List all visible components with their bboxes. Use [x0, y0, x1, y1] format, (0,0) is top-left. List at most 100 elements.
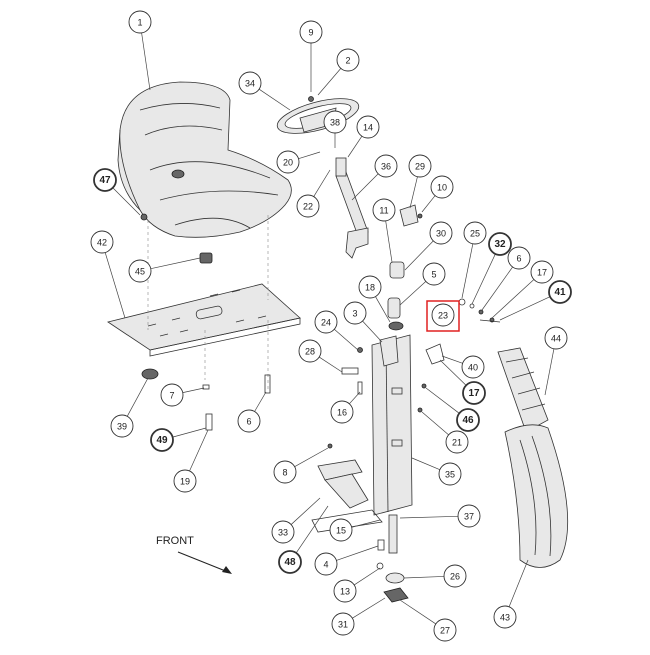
leader-line-17 [491, 279, 535, 319]
callout-circle-40 [461, 355, 485, 379]
callout-label-45: 45 [135, 267, 145, 277]
callout-circle-47 [93, 168, 117, 192]
bolt-4-part [377, 539, 385, 551]
callout-label-37: 37 [464, 512, 474, 522]
switch-39-part [141, 368, 159, 380]
callout-circle-9 [299, 20, 323, 44]
callout-circle-28 [298, 339, 322, 363]
leader-line-33 [290, 497, 321, 525]
callout-circle-33 [271, 520, 295, 544]
callout-circle-48 [278, 550, 302, 574]
leader-line-32 [471, 253, 496, 305]
bracket-45-part [199, 252, 213, 264]
callout-circle-22 [296, 194, 320, 218]
callout-circle-35 [438, 462, 462, 486]
callout-label-28: 28 [305, 347, 315, 357]
leader-line-14 [347, 135, 363, 158]
callout-label-41: 41 [554, 287, 566, 298]
leader-line-35 [411, 457, 440, 471]
leader-line-31 [352, 597, 386, 619]
callout-label-36: 36 [381, 162, 391, 172]
callout-circle-1 [128, 10, 152, 34]
callout-label-7: 7 [169, 391, 174, 401]
washer-13-part [376, 562, 384, 570]
leader-line-10 [421, 195, 436, 213]
tube-5-part [387, 297, 401, 319]
leader-line-47 [112, 187, 141, 216]
callout-circle-38 [323, 110, 347, 134]
callout-label-30: 30 [436, 229, 446, 239]
bearing-18-part [388, 321, 404, 331]
leader-line-48 [295, 505, 329, 554]
callout-circle-13 [333, 579, 357, 603]
callout-circle-37 [457, 504, 481, 528]
callout-label-2: 2 [345, 56, 350, 66]
callout-circle-2 [336, 48, 360, 72]
leader-line-20 [298, 151, 321, 160]
callout-label-11: 11 [379, 206, 388, 216]
callout-label-10: 10 [437, 183, 447, 193]
callout-label-8: 8 [282, 468, 287, 478]
seat-plate-part [107, 283, 301, 357]
bolt-28-part [341, 367, 359, 375]
callout-label-22: 22 [303, 202, 313, 212]
callout-label-39: 39 [117, 422, 127, 432]
leader-line-19 [189, 429, 209, 472]
callout-circle-23 [431, 303, 455, 327]
leader-line-44 [544, 348, 555, 396]
callout-circle-41 [548, 280, 572, 304]
callout-circle-39 [110, 414, 134, 438]
column-part [371, 334, 413, 516]
leader-line-28 [319, 356, 343, 373]
callout-circle-34 [238, 71, 262, 95]
leader-line-36 [351, 173, 379, 201]
boot-part [497, 347, 549, 433]
callout-label-3: 3 [352, 309, 357, 319]
callout-label-26: 26 [450, 572, 460, 582]
callout-label-43: 43 [500, 613, 510, 623]
leader-line-29 [409, 176, 418, 209]
bracket-3-part [379, 335, 399, 367]
screw-24-part [357, 347, 363, 353]
washer-25-part [458, 298, 466, 306]
callout-label-6: 6 [516, 254, 521, 264]
leader-line-42 [104, 252, 126, 319]
bolt-46-part [421, 383, 427, 389]
steering-shaft-part [335, 157, 369, 259]
screw-10-part [417, 213, 423, 219]
callout-circle-42 [90, 230, 114, 254]
callout-circle-49 [150, 428, 174, 452]
callout-label-49: 49 [156, 435, 168, 446]
leader-line-27 [399, 599, 437, 625]
front-arrow-line [177, 551, 229, 573]
leader-line-15 [351, 519, 381, 528]
bolt-19-part [205, 413, 213, 431]
leader-line-1 [141, 32, 151, 91]
callout-circle-19 [173, 469, 197, 493]
callout-label-21: 21 [452, 438, 462, 448]
leader-line-17 [439, 359, 467, 386]
callout-label-24: 24 [321, 318, 331, 328]
leader-line-46 [425, 387, 460, 414]
callout-circle-31 [331, 612, 355, 636]
callout-circle-14 [356, 115, 380, 139]
leader-line-25 [461, 243, 474, 299]
leader-line-40 [441, 355, 463, 364]
callout-circle-15 [329, 518, 353, 542]
callout-circle-17 [462, 381, 486, 405]
leader-line-45 [150, 257, 201, 270]
cap-9-part [308, 96, 314, 102]
callout-circle-3 [343, 301, 367, 325]
cover-part [504, 424, 569, 568]
callout-circle-46 [456, 408, 480, 432]
callout-label-29: 29 [415, 162, 425, 172]
leader-line-41 [499, 296, 551, 321]
leader-line-6 [254, 391, 267, 412]
leader-line-43 [508, 559, 529, 607]
callout-label-38: 38 [330, 118, 340, 128]
callout-circle-32 [488, 232, 512, 256]
callout-circle-17 [530, 260, 554, 284]
callout-label-31: 31 [338, 620, 348, 630]
callout-label-14: 14 [363, 123, 373, 133]
